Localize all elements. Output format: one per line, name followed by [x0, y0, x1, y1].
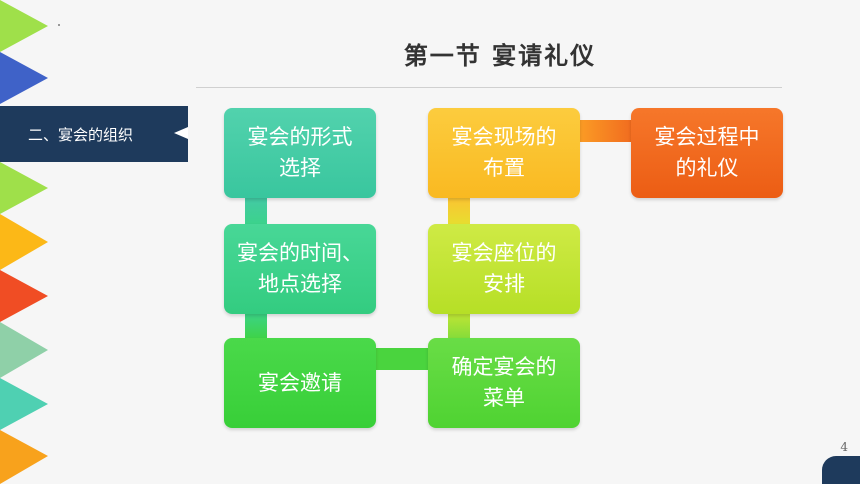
section-label-tab: 二、宴会的组织: [0, 106, 188, 162]
decorative-dot: [58, 24, 60, 26]
page-title: 第一节 宴请礼仪: [403, 42, 597, 70]
triangle-2: [0, 52, 48, 104]
flow-box-banquet-form: 宴会的形式 选择: [224, 108, 376, 198]
connector-col2-bottom: [448, 312, 470, 342]
section-label: 二、宴会的组织: [28, 126, 134, 144]
flow-box-venue-layout: 宴会现场的 布置: [428, 108, 580, 198]
title-divider: [196, 87, 782, 88]
page-number: 4: [840, 440, 848, 454]
triangle-7: [0, 378, 48, 430]
connector-col1-col2: [375, 348, 431, 370]
flow-box-seating: 宴会座位的 安排: [428, 224, 580, 314]
triangle-6: [0, 322, 48, 378]
connector-col2-col3: [578, 120, 634, 142]
flow-box-etiquette: 宴会过程中 的礼仪: [631, 108, 783, 198]
decorative-triangle-strip: [0, 0, 48, 484]
flow-box-invitation: 宴会邀请: [224, 338, 376, 428]
connector-col1-top: [245, 196, 267, 226]
triangle-8: [0, 430, 48, 484]
flow-box-time-place: 宴会的时间、 地点选择: [224, 224, 376, 314]
page-corner-tab: [822, 456, 860, 484]
pointer-arrow-icon: [174, 127, 188, 139]
connector-col2-top: [448, 196, 470, 226]
triangle-1: [0, 0, 48, 52]
connector-col1-bottom: [245, 312, 267, 342]
triangle-4: [0, 214, 48, 270]
flow-box-menu: 确定宴会的 菜单: [428, 338, 580, 428]
triangle-5: [0, 270, 48, 322]
triangle-3: [0, 162, 48, 214]
